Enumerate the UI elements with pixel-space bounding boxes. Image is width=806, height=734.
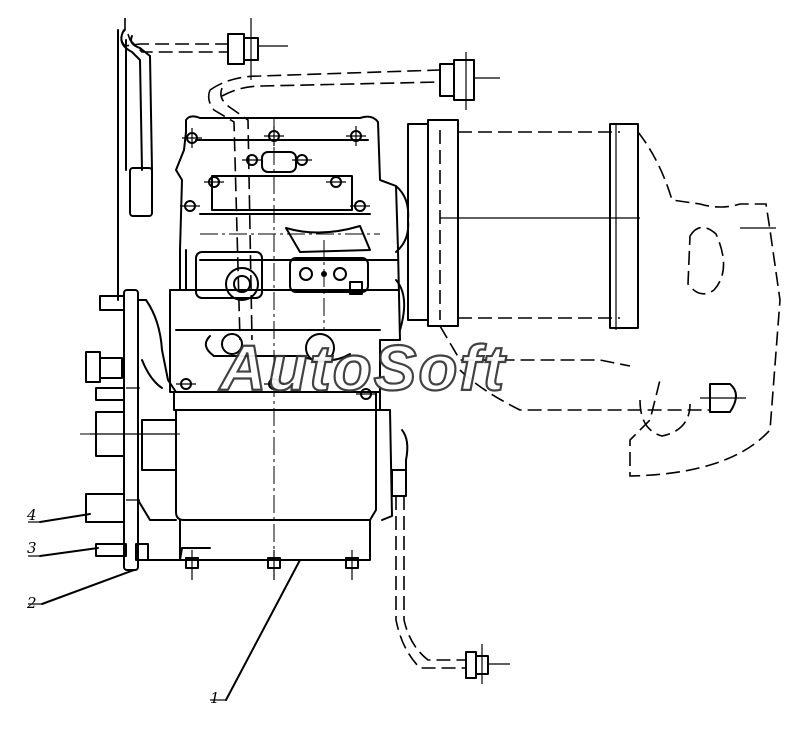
- drive-flange: [85, 289, 177, 571]
- callout-2: 2: [26, 569, 135, 612]
- crankcase: [173, 391, 393, 561]
- callout-1: 1: [210, 559, 301, 707]
- callout-label-2: 2: [26, 594, 37, 612]
- second-pipe: [207, 52, 500, 341]
- left-pipe: [117, 29, 153, 301]
- lower-right-pipe: [391, 429, 510, 684]
- callout-label-3: 3: [27, 539, 37, 557]
- callout-3: 3: [27, 539, 99, 557]
- callout-label-1: 1: [210, 689, 220, 707]
- upper-pipe: [120, 18, 288, 171]
- center-lines: [80, 118, 380, 570]
- right-housing: [407, 119, 781, 477]
- callout-label-4: 4: [26, 506, 37, 524]
- compressor-head: [169, 115, 410, 393]
- callout-4: 4: [26, 506, 91, 524]
- watermark-text: AutoSoft: [218, 332, 507, 404]
